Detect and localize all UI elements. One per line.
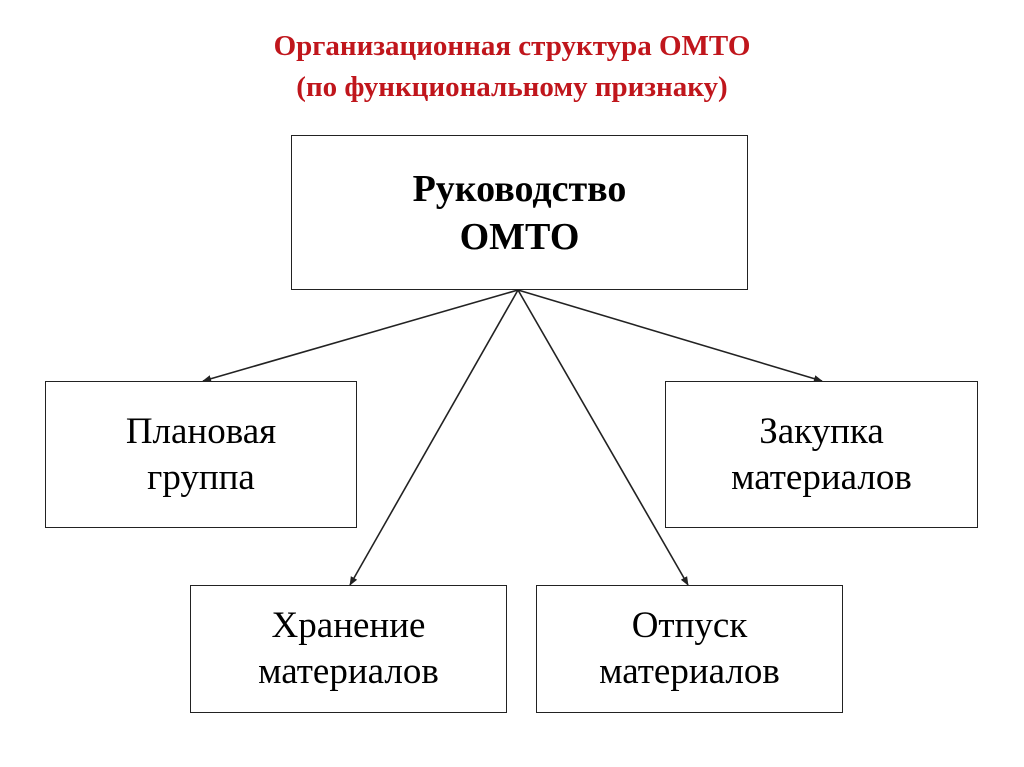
arrow-to-purchasing <box>517 289 823 383</box>
arrow-to-storage <box>349 289 519 586</box>
node-storage: Хранение материалов <box>190 585 507 713</box>
node-planning-group: Плановая группа <box>45 381 357 528</box>
node-purchasing-line-2: материалов <box>731 456 912 498</box>
node-planning-line-2: группа <box>147 456 255 498</box>
node-release-line-2: материалов <box>599 651 780 692</box>
node-purchasing: Закупка материалов <box>665 381 978 528</box>
arrow-to-planning <box>202 289 519 383</box>
node-storage-line-2: материалов <box>258 651 439 692</box>
node-release: Отпуск материалов <box>536 585 843 713</box>
node-planning-line-1: Плановая <box>125 410 277 452</box>
node-management-line-1: Руководство <box>412 167 627 210</box>
node-management: Руководство ОМТО <box>291 135 748 290</box>
node-release-line-1: Отпуск <box>631 605 748 646</box>
node-management-line-2: ОМТО <box>459 215 580 258</box>
title-line-2: (по функциональному признаку) <box>296 71 728 103</box>
diagram-title: Организационная структура ОМТО (по функц… <box>0 26 1024 108</box>
node-storage-line-1: Хранение <box>271 605 426 646</box>
title-line-1: Организационная структура ОМТО <box>273 30 751 62</box>
node-purchasing-line-1: Закупка <box>759 410 884 452</box>
arrow-to-release <box>517 289 689 586</box>
